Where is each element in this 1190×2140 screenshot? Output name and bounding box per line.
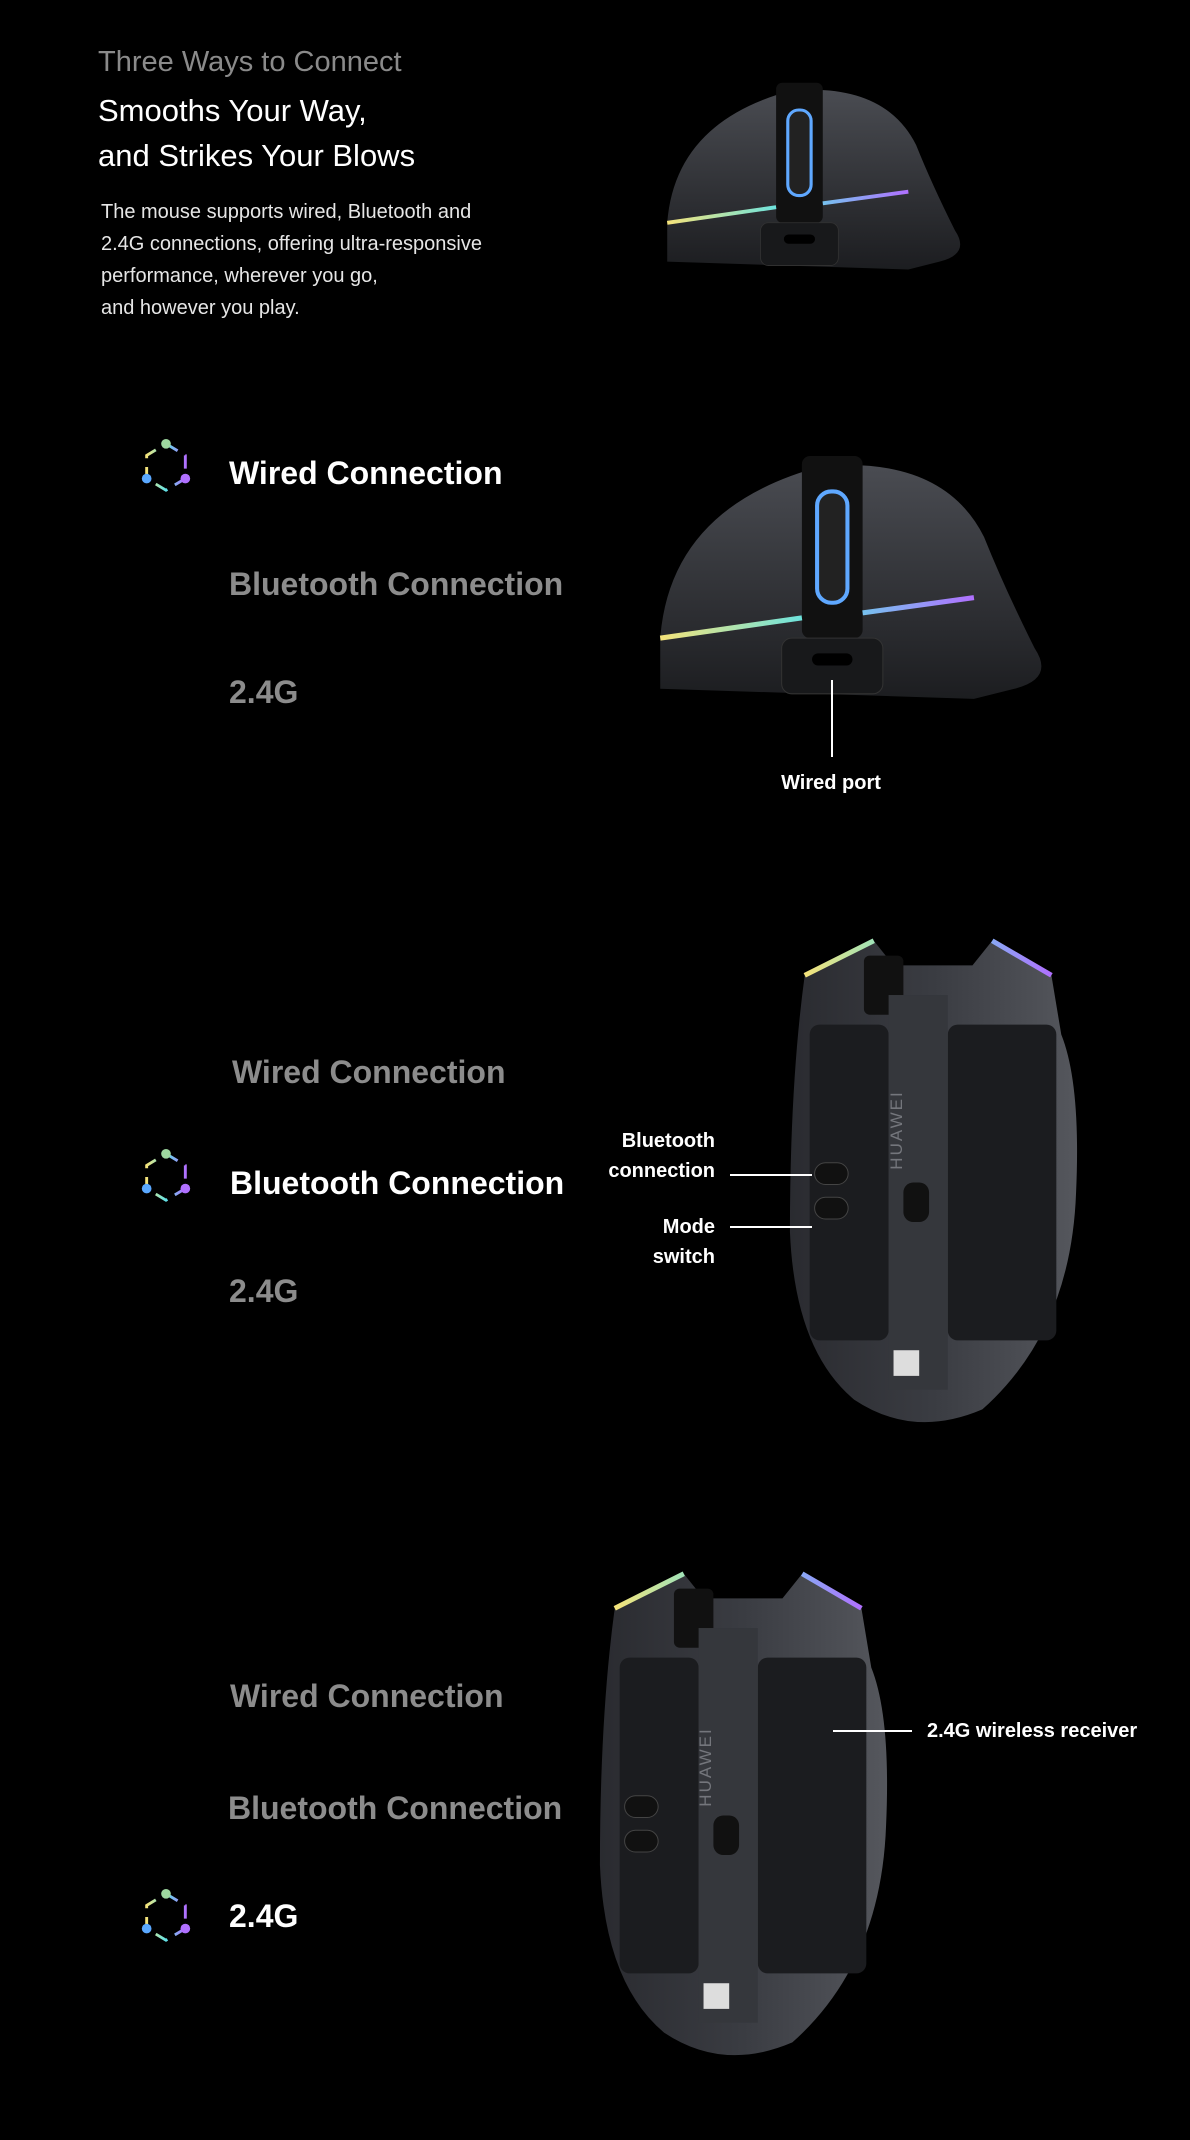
- option-wired-connection[interactable]: Wired Connection: [229, 455, 503, 491]
- headline-line-2: and Strikes Your Blows: [98, 138, 416, 173]
- connection-hex-icon: [137, 1148, 195, 1206]
- mode-switch-label: Mode switch: [515, 1212, 715, 1272]
- connection-hex-icon: [137, 1888, 195, 1946]
- option-wired-connection[interactable]: Wired Connection: [232, 1054, 506, 1090]
- mouse-bottom-image-1: [785, 935, 1081, 1430]
- mouse-side-image-1: [640, 75, 990, 285]
- mouse-side-image-2: [640, 445, 1065, 720]
- description-line: and however you play.: [101, 297, 300, 319]
- description-line: 2.4G connections, offering ultra-respons…: [101, 233, 482, 255]
- bluetooth-connection-label: Bluetooth connection: [515, 1126, 715, 1186]
- wired-port-pointer-line: [831, 680, 833, 757]
- label-line: Bluetooth: [621, 1130, 715, 1152]
- mouse-brand-text: HUAWEI: [887, 1090, 906, 1170]
- description-line: performance, wherever you go,: [101, 265, 378, 287]
- description-line: The mouse supports wired, Bluetooth and: [101, 201, 472, 223]
- headline-line-1: Smooths Your Way,: [98, 93, 367, 128]
- option-bluetooth-connection[interactable]: Bluetooth Connection: [228, 1790, 563, 1826]
- option-wired-connection[interactable]: Wired Connection: [230, 1678, 504, 1714]
- option-2-4g[interactable]: 2.4G: [229, 674, 299, 710]
- label-line: switch: [652, 1246, 715, 1268]
- mouse-bottom-image-2: [595, 1568, 891, 2063]
- headline: Smooths Your Way, and Strikes Your Blows: [98, 88, 415, 178]
- section-kicker: Three Ways to Connect: [98, 46, 402, 78]
- option-2-4g[interactable]: 2.4G: [229, 1273, 299, 1309]
- connection-hex-icon: [137, 438, 195, 496]
- option-2-4g[interactable]: 2.4G: [229, 1898, 299, 1934]
- mode-switch-pointer-line: [730, 1226, 812, 1228]
- receiver-label: 2.4G wireless receiver: [927, 1720, 1138, 1742]
- bluetooth-pointer-line: [730, 1174, 812, 1176]
- mouse-brand-text: HUAWEI: [696, 1727, 715, 1807]
- wired-port-label: Wired port: [781, 772, 881, 794]
- option-bluetooth-connection[interactable]: Bluetooth Connection: [230, 1165, 565, 1201]
- intro-description: The mouse supports wired, Bluetooth and …: [101, 196, 482, 324]
- label-line: connection: [608, 1160, 715, 1182]
- label-line: Mode: [662, 1216, 715, 1238]
- option-bluetooth-connection[interactable]: Bluetooth Connection: [229, 566, 564, 602]
- receiver-pointer-line: [833, 1730, 912, 1732]
